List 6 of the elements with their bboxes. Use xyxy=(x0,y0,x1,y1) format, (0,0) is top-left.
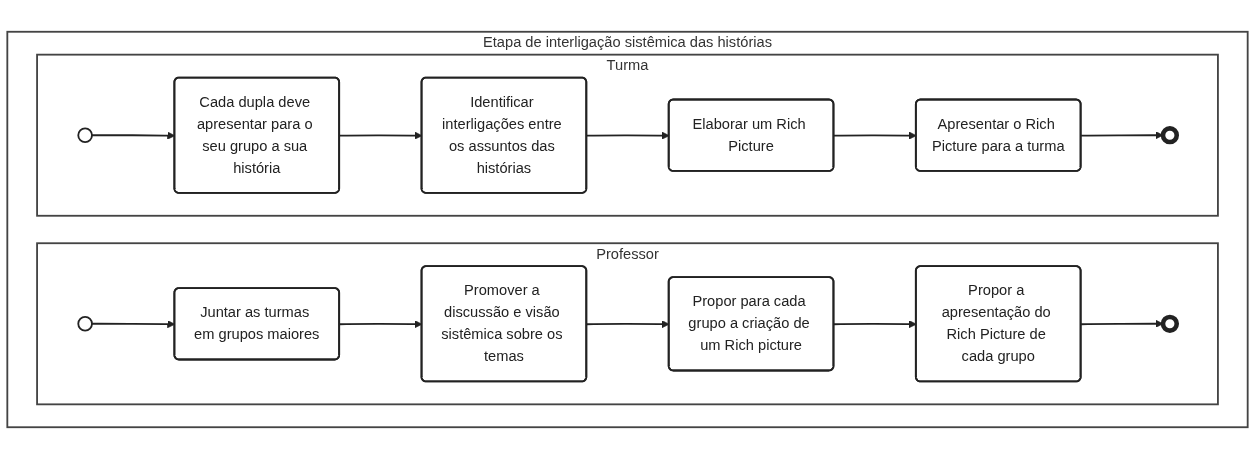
node-circle xyxy=(77,316,93,332)
arrow xyxy=(1080,319,1164,328)
arrow xyxy=(1080,131,1164,140)
node-circle xyxy=(1160,314,1179,333)
node-circle xyxy=(77,127,93,143)
node-circle xyxy=(1160,126,1179,145)
